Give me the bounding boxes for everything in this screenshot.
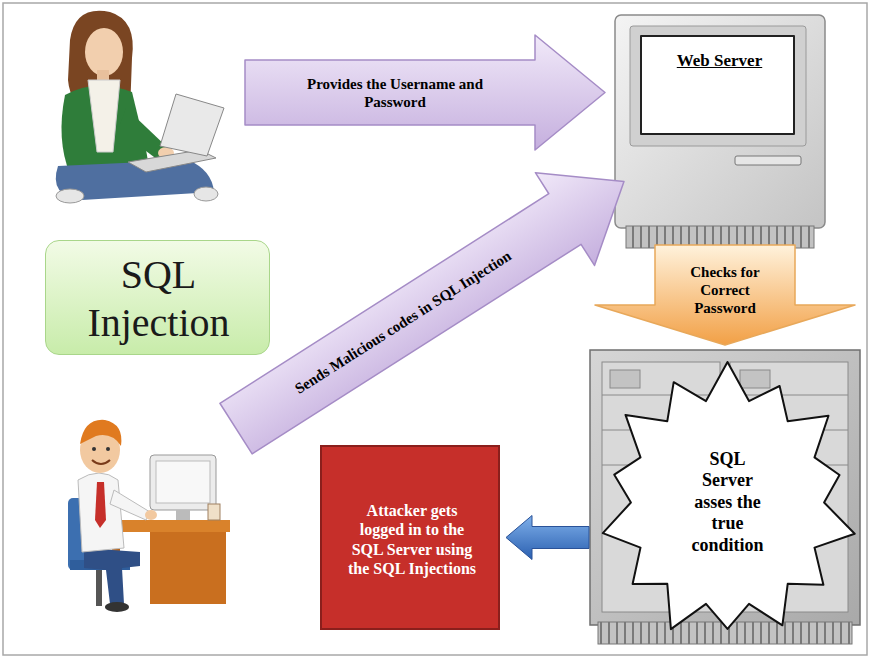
attacker-illustration-part	[110, 520, 230, 532]
attacker-illustration-part	[80, 420, 121, 446]
block-arrow-shape	[595, 245, 855, 345]
block-arrow-shape	[206, 135, 653, 475]
sql-server-rack-part	[740, 370, 770, 388]
sql-server-rack	[590, 350, 860, 644]
text-area: SQL Injection	[54, 245, 263, 352]
attacker-illustration-part	[156, 461, 210, 503]
woman-illustration-part	[88, 80, 120, 152]
attacker-illustration-part	[176, 510, 190, 520]
text-area: Provides the Username and Password	[255, 60, 535, 125]
block-arrow-outline	[245, 35, 605, 150]
starburst-shape	[603, 362, 855, 629]
attacker-illustration	[68, 420, 230, 612]
attacker-illustration-part	[96, 570, 102, 606]
woman-illustration-part	[56, 189, 84, 203]
sql-server-rack-part	[610, 370, 640, 388]
sql-server-rack-part	[730, 395, 848, 396]
node-label: SQL Server asses the true condition	[684, 449, 772, 557]
attacker-illustration-part	[92, 447, 96, 451]
attacker-illustration-part	[92, 460, 110, 464]
node-label: Attacker gets logged in to the SQL Serve…	[344, 501, 480, 578]
woman-illustration-part	[194, 187, 218, 201]
result-box: Attacker gets logged in to the SQL Serve…	[320, 445, 500, 630]
text-area: Checks for Correct Password	[655, 249, 795, 331]
attacker-illustration-part	[105, 602, 129, 612]
attacker-illustration-part	[78, 473, 124, 552]
attacker-illustration-part	[150, 532, 226, 604]
node-label: Sends Malicious codes in SQL Injection	[291, 247, 514, 398]
picture-frame	[3, 3, 867, 655]
sql-server-rack-part	[602, 395, 720, 396]
web-server-computer-part	[615, 15, 825, 228]
web-server-computer-part	[630, 26, 806, 146]
node-label: Provides the Username and Password	[288, 75, 503, 111]
web-server-computer-part	[735, 156, 801, 165]
woman-illustration-part	[160, 94, 224, 156]
text-area: Web Server	[646, 51, 793, 111]
woman-illustration	[56, 11, 224, 203]
node-label: Checks for Correct Password	[678, 263, 773, 317]
block-arrow: Provides the Username and Password	[245, 35, 605, 150]
block-arrow: Checks for Correct Password	[595, 245, 855, 345]
attacker-illustration-part	[150, 455, 216, 510]
attacker-illustration-part	[84, 548, 140, 604]
block-arrow: Sends Malicious codes in SQL Injection	[206, 135, 653, 475]
attacker-illustration-part	[110, 490, 150, 520]
node-label: SQL Injection	[69, 251, 249, 347]
text-area: Sends Malicious codes in SQL Injection	[230, 197, 576, 447]
starburst: SQL Server asses the true condition	[595, 360, 860, 645]
attacker-illustration-part	[95, 482, 106, 528]
picture-frame-part	[3, 3, 867, 655]
screen-box: Web Server	[640, 35, 795, 135]
attacker-illustration-part	[208, 504, 220, 520]
node-label: Web Server	[677, 51, 762, 71]
text-area: Attacker gets logged in to the SQL Serve…	[330, 455, 494, 624]
web-server-computer	[615, 15, 825, 248]
connector-arrow	[506, 516, 589, 560]
block-arrow-shape	[245, 35, 605, 150]
attacker-illustration-part	[106, 447, 110, 451]
attacker-illustration-part	[145, 510, 157, 520]
title-box: SQL Injection	[45, 240, 270, 355]
text-area: SQL Server asses the true condition	[672, 442, 783, 563]
woman-illustration-part	[85, 28, 123, 76]
